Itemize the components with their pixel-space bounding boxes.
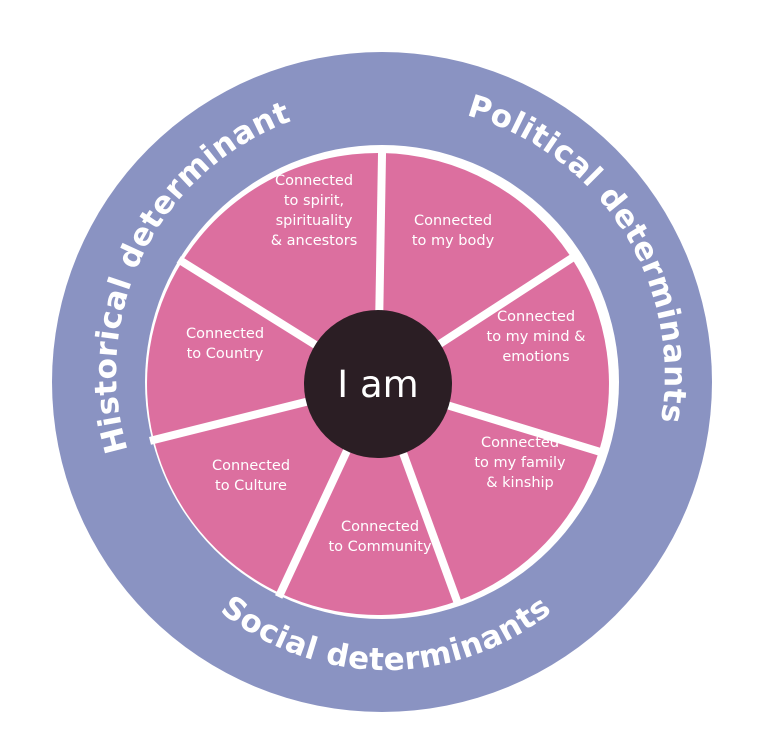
segment-wedge [378, 258, 609, 452]
segment-label-line: Connected [212, 458, 290, 474]
segment-label: Connected to my body [412, 213, 495, 249]
segment-divider [445, 401, 604, 457]
segment-label: Connected to spirit, spirituality & ancesto… [271, 173, 358, 249]
segment-label-line: to Country [187, 346, 264, 362]
segment-label-line: spirituality [276, 213, 353, 229]
segment-label-line: & ancestors [271, 233, 358, 249]
segment-wedge [153, 384, 378, 594]
segment-label: Connected to Country [186, 326, 264, 362]
segment-divider [275, 447, 352, 599]
segment-wedge [378, 153, 572, 384]
center-circle [304, 310, 452, 458]
segment-label-line: to my mind & [487, 329, 586, 345]
segment-divider [375, 148, 387, 313]
segment-divider [149, 397, 310, 445]
segment-label-line: Connected [275, 173, 353, 189]
segment-label-line: Connected [186, 326, 264, 342]
segment-label-line: Connected [497, 309, 575, 325]
segment-label-line: to Culture [215, 478, 287, 494]
segment-label-line: to spirit, [284, 193, 344, 209]
segment-label-line: Connected [414, 213, 492, 229]
segment-label-line: emotions [502, 349, 569, 365]
segment-label-line: to Community [328, 539, 432, 555]
segment-wedge [280, 384, 457, 616]
segment-label: Connected to my mind & emotions [487, 309, 586, 365]
segment-label-line: Connected [341, 519, 419, 535]
segment-divider [398, 450, 463, 607]
center-label: I am [337, 363, 418, 406]
segment-label: Connected to my family & kinship [474, 435, 566, 491]
segment-divider [176, 256, 320, 350]
segment-label: Connected to Culture [212, 458, 290, 494]
segment-label: Connected to Community [328, 519, 432, 555]
segment-label-line: to my family [474, 455, 566, 471]
segment-label-line: & kinship [486, 475, 554, 491]
segment-label-line: Connected [481, 435, 559, 451]
segment-label-line: to my body [412, 233, 495, 249]
segment-divider [436, 252, 578, 349]
